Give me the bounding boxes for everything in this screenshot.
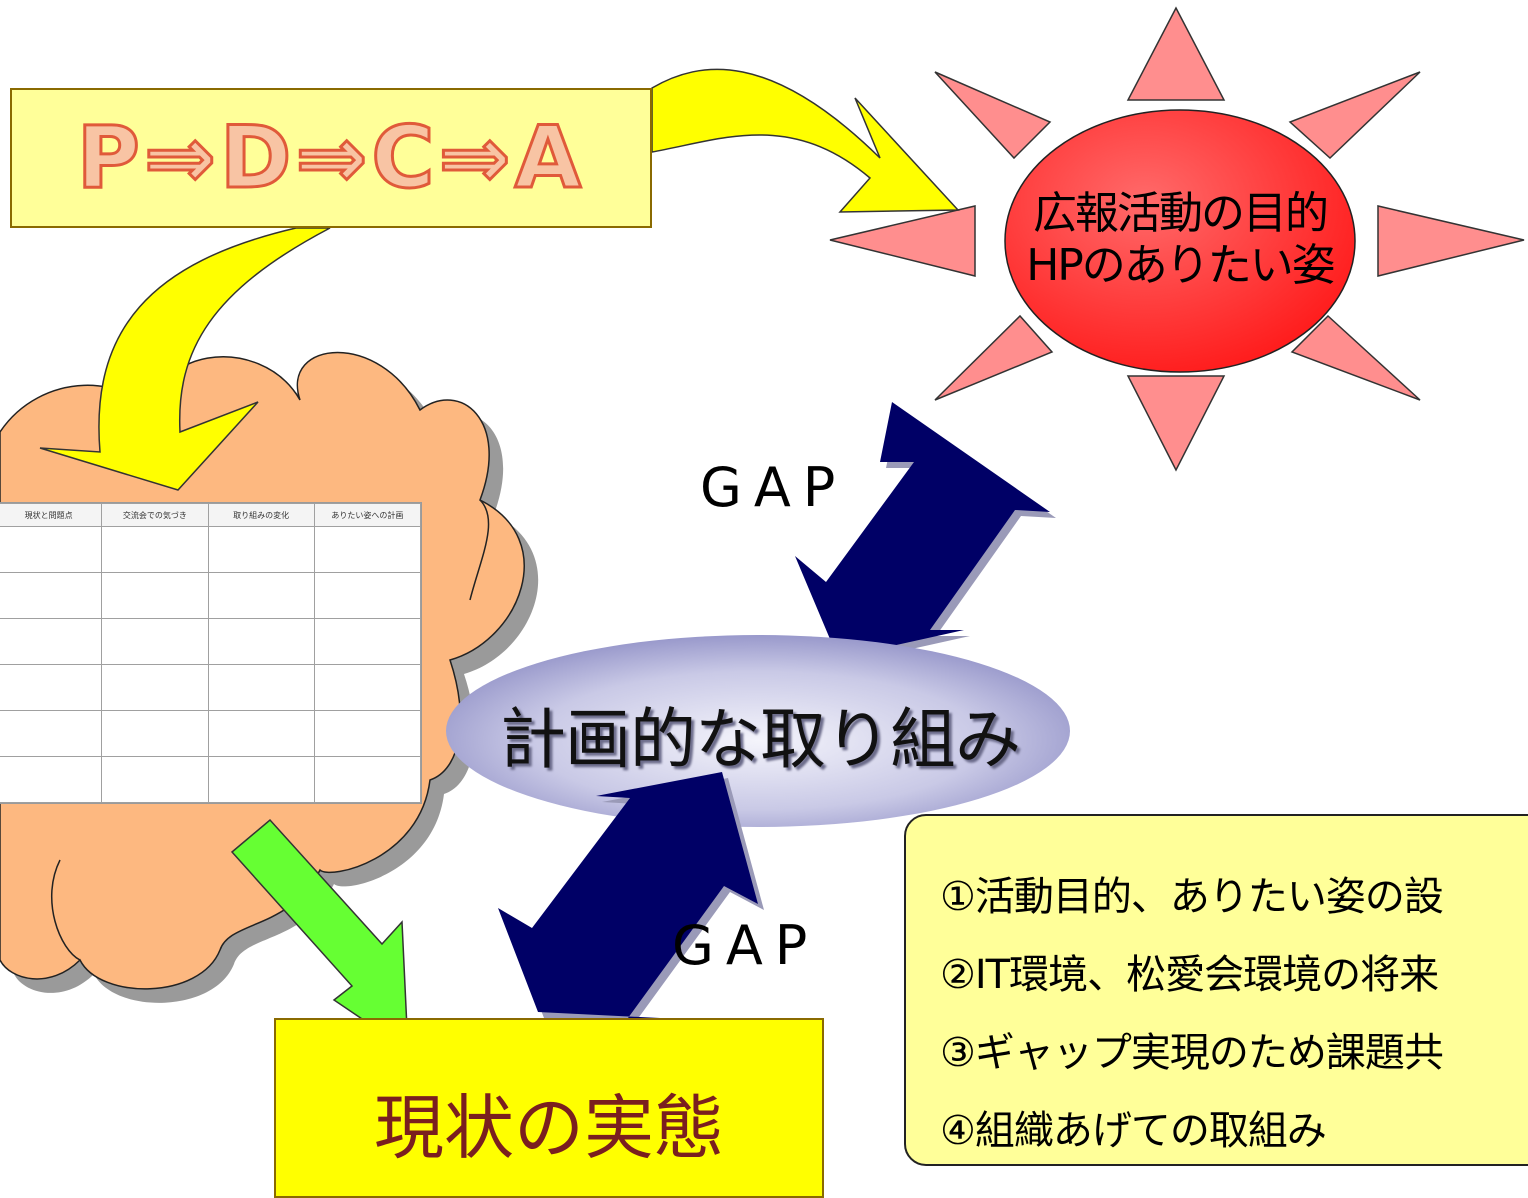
worksheet-cell: [101, 526, 209, 573]
worksheet-col-plan: ありたい姿への計画: [313, 503, 422, 527]
plan-ellipse: [446, 635, 1070, 827]
worksheet-row: [0, 526, 422, 573]
worksheet-col-current: 現状と問題点: [0, 503, 103, 527]
goal-label-line2: HPのありたい姿: [1026, 240, 1336, 291]
worksheet-cell: [0, 572, 103, 619]
worksheet-cell: [313, 572, 422, 619]
current-state-box: 現状の実態: [274, 1018, 824, 1198]
worksheet-cell: [101, 664, 209, 711]
worksheet-row: [0, 664, 422, 711]
sun-ray-bottom-right: [1290, 314, 1421, 401]
sun-ray-top-right: [1288, 71, 1421, 160]
step-item: ①活動目的、ありたい姿の設: [940, 874, 1444, 920]
pdca-box: P⇒D⇒C⇒A: [10, 88, 652, 228]
worksheet-cell: [101, 618, 209, 665]
gap-label-lower: GAP: [672, 914, 820, 977]
worksheet-table: 現状と問題点 交流会での気づき 取り組みの変化 ありたい姿への計画: [0, 502, 422, 804]
worksheet-col-insights: 交流会での気づき: [101, 503, 209, 527]
gap-label-upper: GAP: [700, 456, 848, 519]
gap-arrow-lower: [498, 772, 758, 1018]
worksheet-cell: [207, 756, 315, 803]
worksheet-cell: [313, 664, 422, 711]
worksheet-cell: [0, 526, 103, 573]
pdca-label: P⇒D⇒C⇒A: [75, 108, 586, 208]
sun-ray-top: [1126, 6, 1226, 101]
sun-ray-bottom-left: [934, 314, 1054, 401]
sun-ray-bottom: [1126, 375, 1226, 472]
gap-arrow-upper: [795, 402, 1050, 658]
step-item: ③ギャップ実現のため課題共: [940, 1030, 1444, 1076]
step-item: ②IT環境、松愛会環境の将来: [940, 952, 1439, 998]
pdca-to-worksheet-arrow: [39, 227, 331, 491]
current-state-label: 現状の実態: [374, 1087, 724, 1169]
worksheet-body: [0, 526, 422, 803]
step-item: ④組織あげての取組み: [940, 1108, 1327, 1154]
worksheet-cell: [101, 572, 209, 619]
steps-box: ①活動目的、ありたい姿の設 ②IT環境、松愛会環境の将来 ③ギャップ実現のため課…: [904, 814, 1528, 1166]
worksheet-cell: [313, 710, 422, 757]
worksheet-cell: [207, 572, 315, 619]
goal-label: 広報活動の目的 HPのありたい姿: [960, 188, 1400, 292]
worksheet-row: [0, 756, 422, 803]
worksheet-cell: [0, 618, 103, 665]
worksheet-cell: [313, 618, 422, 665]
worksheet-row: [0, 710, 422, 757]
worksheet-cell: [101, 710, 209, 757]
sun-rays: [829, 6, 1525, 472]
worksheet-cell: [0, 664, 103, 711]
worksheet-row: [0, 572, 422, 619]
sun-ray-left: [829, 205, 976, 277]
worksheet-cell: [0, 756, 103, 803]
worksheet-cell: [313, 756, 422, 803]
plan-label: 計画的な取り組み: [500, 701, 1021, 778]
worksheet-cell: [0, 710, 103, 757]
worksheet-cell: [207, 664, 315, 711]
worksheet-cell: [207, 526, 315, 573]
sun-core: [1004, 109, 1356, 373]
worksheet-cell: [207, 710, 315, 757]
worksheet-cell: [313, 526, 422, 573]
worksheet-cell: [207, 618, 315, 665]
worksheet-col-changes: 取り組みの変化: [207, 503, 315, 527]
sun-ray-top-left: [934, 71, 1052, 160]
pdca-to-goal-arrow: [651, 68, 960, 213]
worksheet-cell: [101, 756, 209, 803]
worksheet-row: [0, 618, 422, 665]
sun-ray-right: [1377, 205, 1525, 277]
goal-label-line1: 広報活動の目的: [1033, 188, 1329, 239]
worksheet-to-current-arrow: [230, 818, 409, 1052]
